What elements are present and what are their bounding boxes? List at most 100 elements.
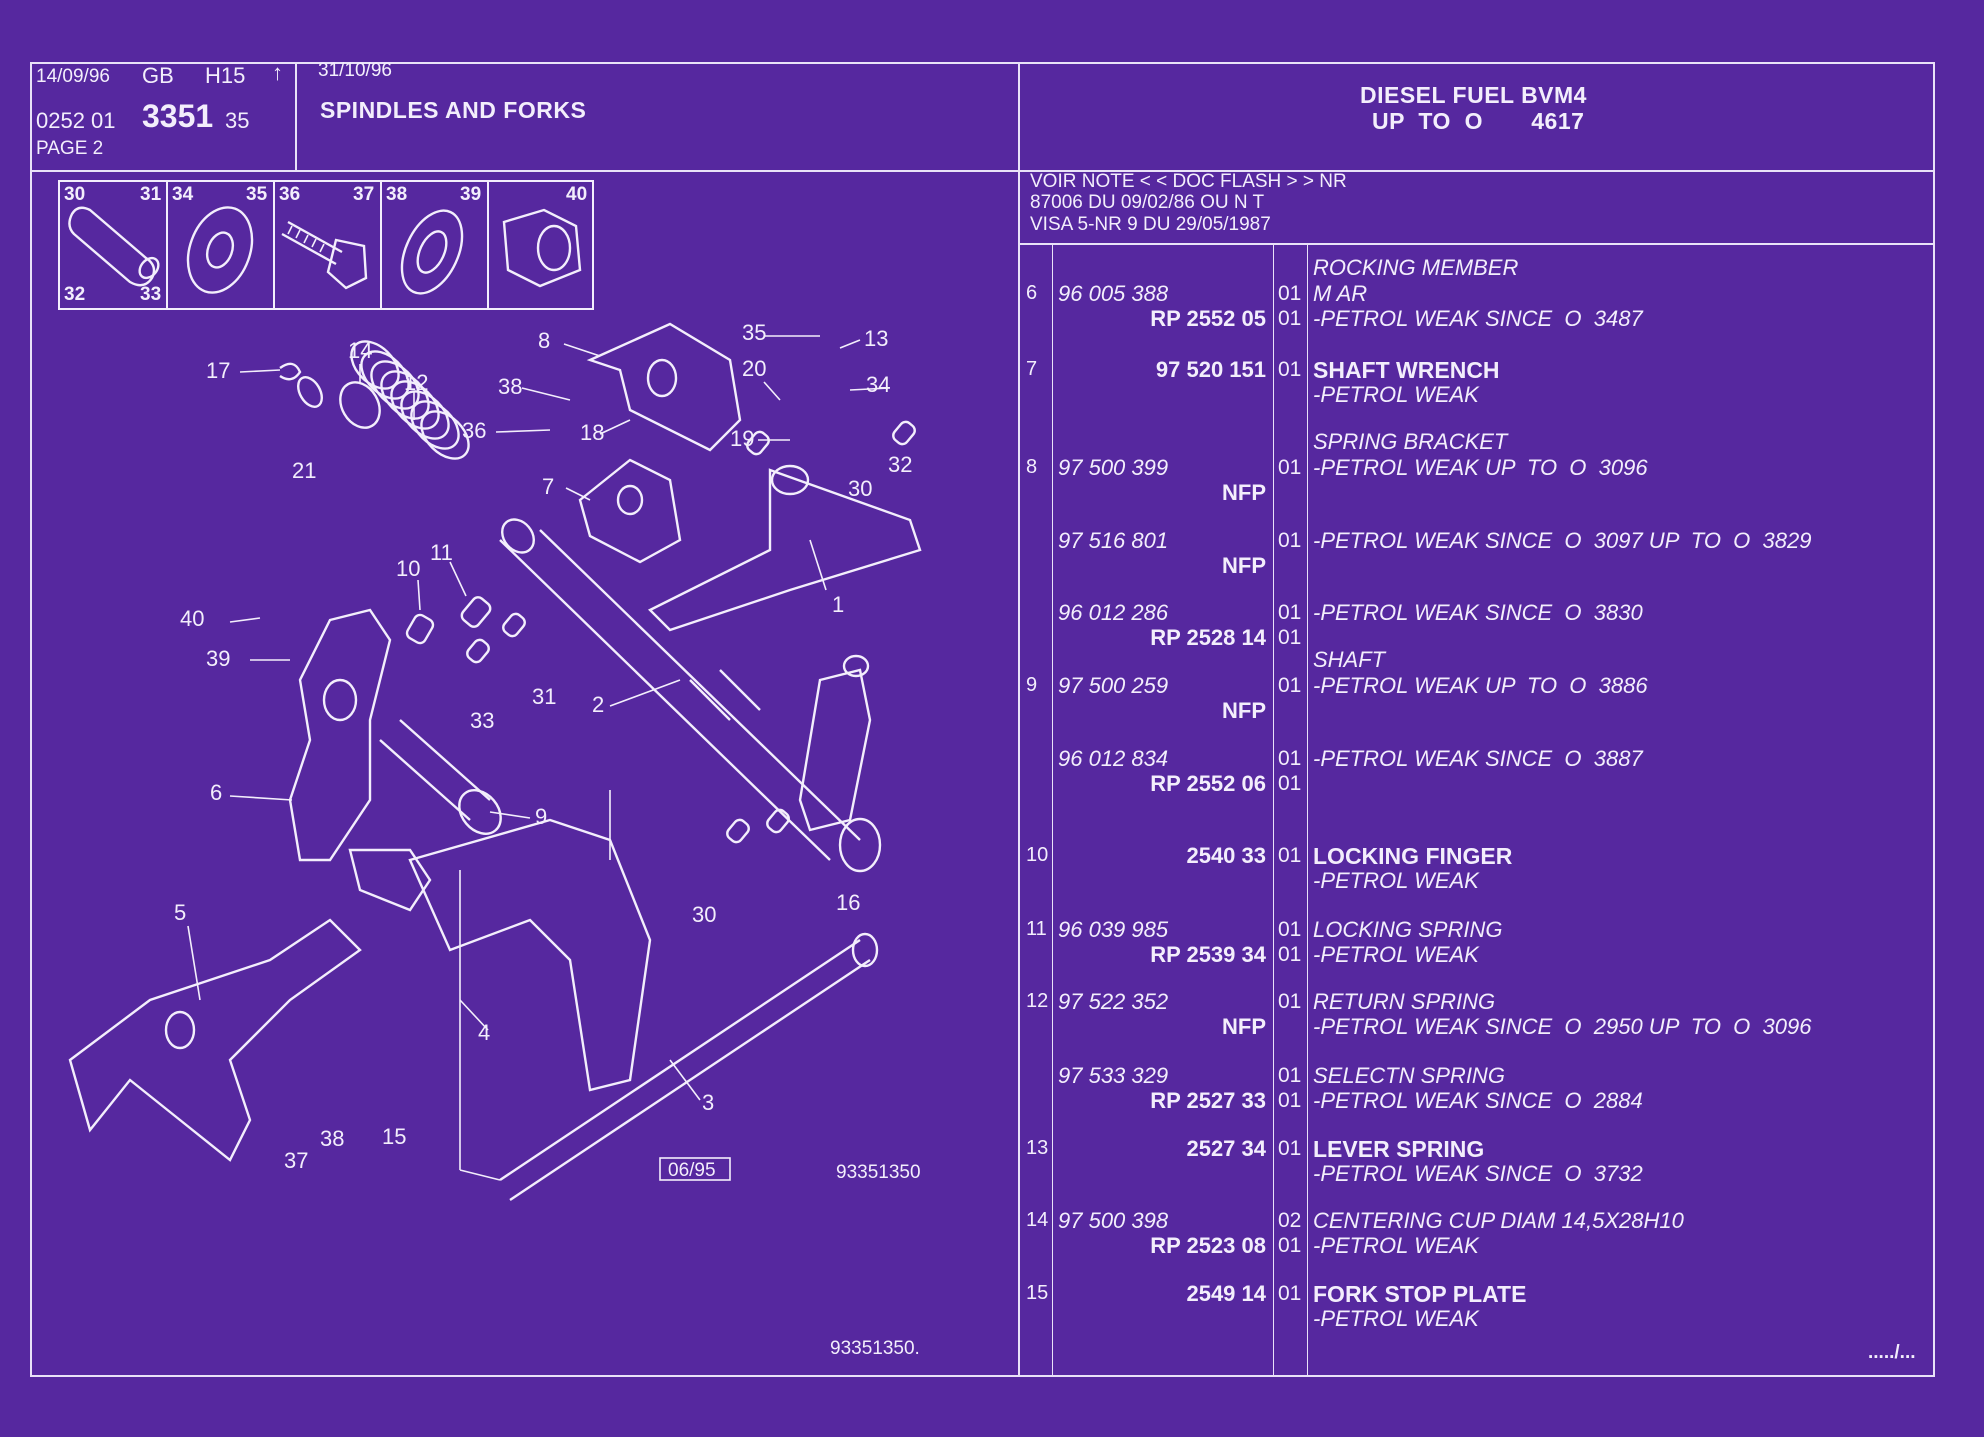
callout-34: 34 [866, 372, 890, 397]
part-ref: 15 [1026, 1282, 1049, 1304]
hw-label: 37 [353, 184, 375, 205]
hw-label: 34 [172, 184, 194, 205]
header-col-divider [295, 62, 297, 172]
pin-32-top [892, 420, 916, 446]
clip-17 [279, 362, 302, 381]
callout-20: 20 [742, 356, 766, 381]
hw-label: 33 [140, 284, 162, 305]
part-description: -PETROL WEAK [1313, 868, 1479, 893]
part-number: 96 012 834 [1058, 746, 1169, 771]
part-qty: 02 [1278, 1209, 1302, 1232]
part-ref-number: RP 2552 06 [1150, 771, 1266, 796]
header-date1: 14/09/96 [36, 66, 110, 87]
callout-40: 40 [180, 606, 204, 631]
locking-spring [460, 596, 492, 628]
washer-16 [838, 817, 882, 873]
part-number: 96 012 286 [1058, 600, 1169, 625]
callout-3: 3 [702, 1090, 714, 1115]
callout-13: 13 [864, 326, 888, 351]
part-number: 97 522 352 [1058, 989, 1169, 1014]
callout-19: 19 [730, 426, 754, 451]
part-qty: 01 [1278, 601, 1302, 624]
page-title: SPINDLES AND FORKS [320, 97, 587, 123]
wrench-hole [616, 484, 644, 516]
hw-label: 40 [566, 184, 588, 205]
part-qty: 01 [1278, 1137, 1302, 1160]
fork-shaft [499, 939, 871, 1201]
lever-boss [770, 464, 810, 496]
qty-col-line [1307, 245, 1308, 1377]
rocking-hole [322, 678, 358, 722]
part-description: LEVER SPRING [1313, 1136, 1485, 1162]
part-ref: 13 [1026, 1137, 1049, 1159]
callout-7: 7 [542, 474, 554, 499]
part-number: 97 533 329 [1058, 1063, 1169, 1088]
note-line-2: 87006 DU 09/02/86 OU N T [1030, 192, 1265, 213]
part-ref-number: RP 2527 33 [1150, 1088, 1266, 1113]
callout-38: 38 [498, 374, 522, 399]
callout-11: 11 [430, 540, 453, 565]
part-qty: 01 [1278, 1089, 1302, 1112]
callout-36: 36 [462, 418, 486, 443]
header-code: H15 [205, 63, 246, 88]
part-number: 96 039 985 [1058, 917, 1169, 942]
stop-plate [348, 848, 432, 912]
header-divider [30, 170, 1935, 172]
part-qty: 01 [1278, 674, 1302, 697]
callout-4: 4 [478, 1020, 490, 1045]
part-ref: 14 [1026, 1209, 1049, 1231]
continuation-mark: ...../... [1868, 1342, 1916, 1363]
part-ref-number: RP 2552 05 [1150, 306, 1266, 331]
hw-label: 39 [460, 184, 482, 205]
part-qty: 01 [1278, 1064, 1302, 1087]
callout-16: 16 [836, 890, 860, 915]
part-ref-number: NFP [1222, 553, 1266, 578]
part-ref-number: RP 2528 14 [1150, 625, 1266, 650]
part-ref-number: RP 2539 34 [1150, 942, 1266, 967]
part-ref-number: 2540 33 [1186, 843, 1266, 868]
callout-8: 8 [538, 328, 550, 353]
fork-5-hole [164, 1010, 196, 1050]
part-description: CENTERING CUP DIAM 14,5X28H10 [1313, 1208, 1684, 1233]
part-ref: 8 [1026, 456, 1038, 478]
hardware-strip: 30 31 32 33 34 35 36 37 38 39 40 [58, 180, 594, 310]
part-description: LOCKING SPRING [1313, 917, 1503, 942]
part-qty: 01 [1278, 1282, 1302, 1305]
part-description: -PETROL WEAK SINCE O 3487 [1313, 306, 1643, 331]
part-qty: 01 [1278, 358, 1302, 381]
part-qty: 01 [1278, 990, 1302, 1013]
spring-washer-icon [400, 209, 464, 295]
part-ref-number: NFP [1222, 1014, 1266, 1039]
exploded-diagram: 1 2 3 4 5 6 7 8 9 10 11 12 13 14 15 16 1… [68, 320, 922, 1201]
part-number: 97 500 399 [1058, 455, 1169, 480]
callout-17: 17 [206, 358, 230, 383]
part-ref: 12 [1026, 990, 1049, 1012]
stamp-date: 06/95 [668, 1160, 716, 1181]
callout-37: 37 [284, 1148, 308, 1173]
part-description: RETURN SPRING [1313, 989, 1496, 1014]
part-description: FORK STOP PLATE [1313, 1281, 1527, 1307]
part-number: 97 500 259 [1058, 673, 1169, 698]
part-qty: 01 [1278, 918, 1302, 941]
part-ref: 9 [1026, 674, 1038, 696]
header-page: PAGE 2 [36, 138, 104, 159]
part-qty: 01 [1278, 747, 1302, 770]
part-qty: 01 [1278, 1234, 1302, 1257]
hardware-icons [68, 206, 582, 295]
main-col-divider [1018, 62, 1020, 1377]
part-description: -PETROL WEAK UP TO O 3096 [1313, 455, 1648, 480]
note-line-1: VOIR NOTE < < DOC FLASH > > NR [1030, 171, 1347, 192]
pin-31 [502, 612, 526, 638]
hw-label: 36 [279, 184, 301, 205]
callout-30-top: 30 [848, 476, 872, 501]
part-qty: 01 [1278, 943, 1302, 966]
part-qty: 01 [1278, 772, 1302, 795]
part-heading: ROCKING MEMBER [1313, 255, 1519, 280]
shaft-9-end [458, 789, 502, 835]
spring-bracket [586, 322, 742, 452]
header-num-main: 3351 [142, 98, 214, 134]
callout-6: 6 [210, 780, 222, 805]
header-lang: GB [142, 63, 174, 88]
part-ref-number: 2549 14 [1186, 1281, 1266, 1306]
num-col-line [1273, 245, 1274, 1377]
